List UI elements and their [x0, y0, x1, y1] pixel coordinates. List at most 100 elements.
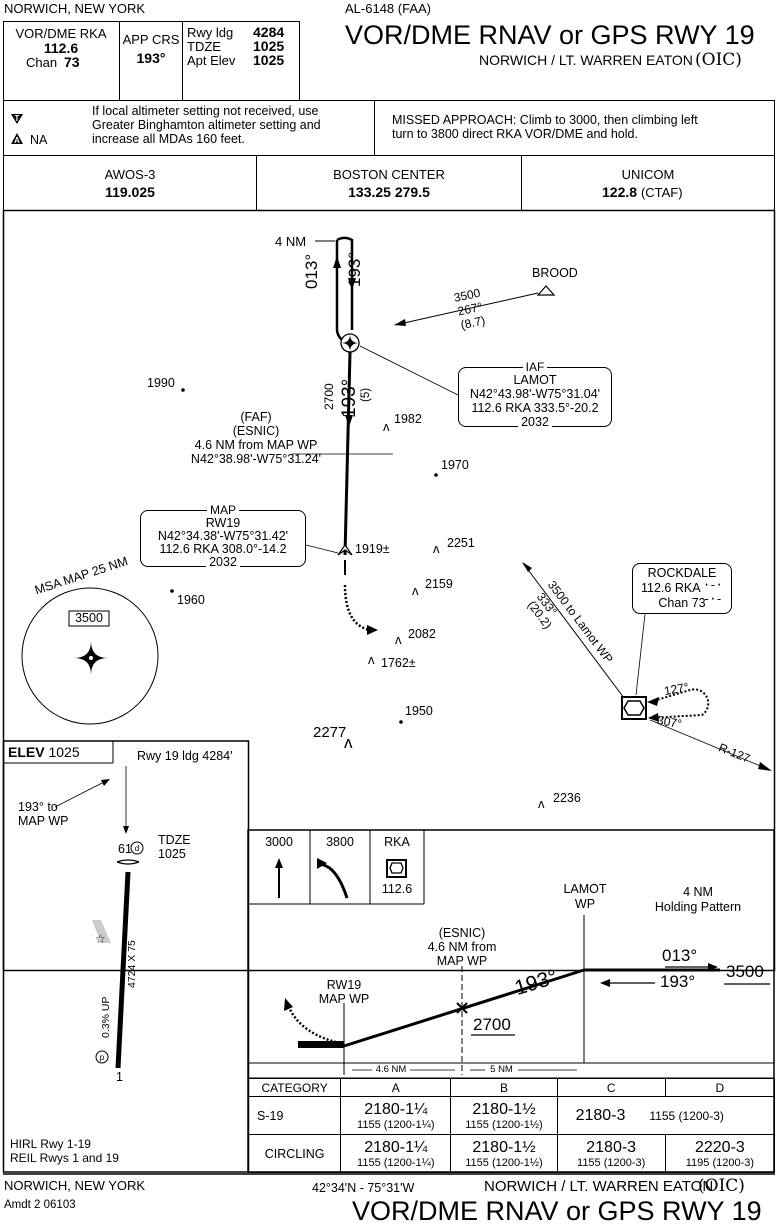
profile-rw19: RW19 MAP WP — [312, 978, 376, 1006]
notes-divider — [374, 101, 375, 155]
missed-approach-path — [343, 584, 371, 632]
rka-fix-icon — [386, 859, 407, 878]
profile-hold-in: 193° — [660, 972, 696, 991]
faf-dist: 4.6 NM from MAP WP — [194, 438, 318, 452]
faf-label: (FAF) — [240, 410, 272, 424]
minimums-header-row: CATEGORY A B C D — [247, 1078, 776, 1097]
location-top: NORWICH, NEW YORK — [4, 1, 146, 16]
iaf-coords: N42°43.98'-W75°31.04' — [469, 387, 601, 401]
minimums-cell-cd: 2180-3 1155 (1200-3) — [556, 1096, 776, 1135]
svg-text:A: A — [14, 136, 20, 145]
spot-elevation-dot — [181, 388, 185, 392]
minimums-category: CIRCLING — [247, 1134, 342, 1173]
minimums-hat: 1155 (1200-1½) — [465, 1156, 543, 1169]
map-waypoint-icon — [337, 543, 353, 556]
map-wp-arrow — [101, 779, 110, 786]
minimums-header: C — [556, 1078, 666, 1097]
msa-alt-box — [68, 610, 110, 627]
seg-dist: (5) — [360, 387, 372, 402]
elev-block: ELEV 1025 — [8, 744, 80, 760]
rockdale-chan: Chan 73 — [658, 596, 706, 610]
spot-elevation-dot — [170, 589, 174, 593]
footer-coords: 42°34'N - 75°31'W — [312, 1181, 415, 1195]
map-name: RW19 — [205, 516, 241, 530]
hold-arrow-up — [333, 256, 341, 268]
nav-label: VOR/DME RKA — [15, 26, 107, 41]
comm-awos: AWOS-3 119.025 — [4, 156, 256, 210]
rwy-end-1: 1 — [116, 1070, 123, 1084]
missed-fix: RKA — [384, 835, 410, 849]
iaf-callout: IAF LAMOT N42°43.98'-W75°31.04' 112.6 RK… — [458, 360, 612, 429]
rockdale-feeder-line — [522, 562, 628, 703]
comm-freq-line: 122.8 (CTAF) — [602, 184, 683, 200]
iaf-name: LAMOT — [513, 373, 557, 387]
altimeter-note-line: increase all MDAs 160 feet. — [92, 132, 245, 146]
tdze-label: TDZE — [187, 39, 221, 54]
minimums-mda: 2180-3 — [575, 1106, 626, 1124]
faf-info: (FAF) (ESNIC) 4.6 NM from MAP WP N42°38.… — [176, 410, 336, 466]
rkd-hold-arrow-2 — [648, 713, 659, 722]
profile-dist-1: 4.6 NM — [375, 1064, 407, 1075]
profile-esnic-line: (ESNIC) — [438, 926, 486, 940]
minimums-mda: 2180-1½ — [472, 1138, 536, 1156]
rwy-ldg: 4284 — [253, 24, 285, 40]
rkd-hold-arrow-1 — [647, 697, 659, 706]
svg-text:T: T — [15, 114, 20, 123]
brood-route-arrow — [394, 319, 406, 326]
minimums-header: A — [340, 1078, 452, 1097]
missed-alt-1: 3000 — [265, 835, 293, 849]
obstacle-symbols: ʌ ʌ ʌ ʌ ʌ ʌ ʌ — [344, 419, 545, 811]
minimums-hat: 1155 (1200-3) — [577, 1156, 646, 1169]
missed-approach-text: MISSED APPROACH: Climb to 3000, then cli… — [392, 113, 698, 141]
profile-faf-alt: 2700 — [473, 1015, 511, 1034]
brood-waypoint-icon — [536, 285, 556, 296]
missed-fix-freq: 112.6 — [381, 882, 413, 896]
map-radial: 112.6 RKA 308.0°-14.2 — [159, 542, 287, 556]
runway-profile — [298, 1041, 344, 1048]
missed-approach-line: MISSED APPROACH: Climb to 3000, then cli… — [392, 113, 698, 127]
rockdale-vordme-icon — [621, 696, 647, 720]
footer-amdt: Amdt 2 06103 — [4, 1199, 76, 1211]
profile-lamot-line: WP — [574, 897, 596, 911]
profile-lamot-line: LAMOT — [563, 882, 607, 896]
procedure-title: VOR/DME RNAV or GPS RWY 19 — [345, 20, 755, 50]
obstacle-icon: ʌ — [412, 583, 419, 598]
minimums-hat: 1155 (1200-3) — [649, 1108, 724, 1123]
seg-alt: 2700 — [322, 383, 336, 410]
lighting-info: HIRL Rwy 1-19 REIL Rwys 1 and 19 — [10, 1137, 119, 1165]
profile-esnic-line: 4.6 NM from — [427, 940, 497, 954]
crs-to-map-line: MAP WP — [18, 814, 69, 828]
airport-id: (OIC) — [695, 50, 742, 70]
map-label: MAP — [206, 503, 239, 517]
footer-title: VOR/DME RNAV or GPS RWY 19 — [352, 1196, 762, 1226]
nav-freq: 112.6 — [43, 40, 79, 56]
apt-elev: 1025 — [253, 52, 285, 68]
lamot-waypoint-icon — [340, 333, 360, 353]
map-wp-leader — [54, 779, 109, 808]
morse-code-icon: ·-·-·- — [703, 578, 723, 606]
msa-circle — [21, 587, 159, 725]
nav-chan-label: Chan — [26, 55, 58, 70]
faf-name: (ESNIC) — [232, 424, 280, 438]
faf-cross-icon — [456, 1002, 468, 1014]
sketch-tdze-label: TDZE — [158, 833, 191, 847]
iaf-callout-leader — [359, 345, 459, 396]
tdze: 1025 — [253, 38, 285, 54]
brood-route-line — [394, 292, 539, 326]
spot-elevation-1970: 1970 — [441, 458, 469, 472]
elev-label: ELEV — [8, 744, 45, 760]
profile-hold-out: 013° — [662, 946, 698, 965]
profile-rw19-line: RW19 — [326, 978, 362, 992]
app-crs: 193° — [136, 50, 166, 66]
rwy-ldg-arrow — [123, 826, 129, 834]
iaf-radial: 112.6 RKA 333.5°-20.2 — [471, 401, 599, 415]
radial-127-arrow — [758, 762, 772, 771]
seg-crs: 193° — [339, 378, 360, 418]
obstacle-icon: ʌ — [433, 541, 440, 556]
nav-chan: 73 — [64, 54, 80, 70]
